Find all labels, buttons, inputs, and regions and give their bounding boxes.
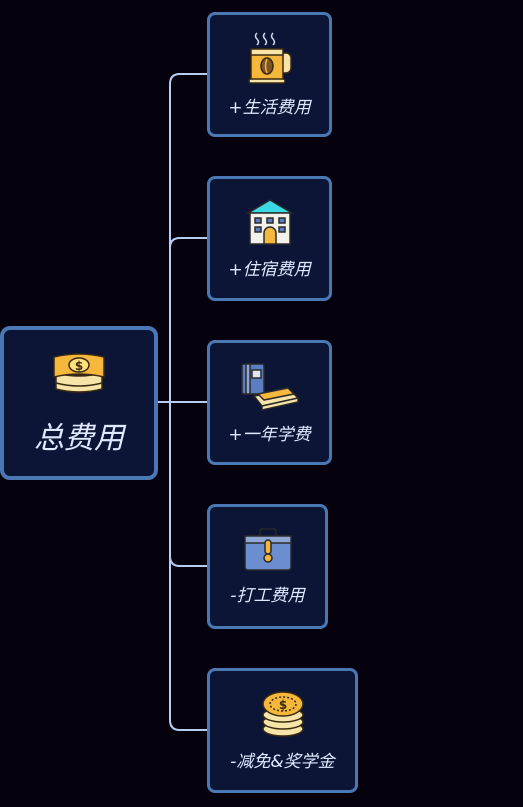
- root-label: 总费用: [34, 421, 124, 456]
- building-icon: [244, 199, 295, 245]
- child-label-part-time-work: -打工费用: [230, 586, 305, 606]
- child-node-part-time-work[interactable]: -打工费用: [207, 504, 328, 629]
- child-node-tuition[interactable]: +一年学费: [207, 340, 332, 465]
- books-icon: [240, 363, 299, 411]
- child-node-housing-costs[interactable]: +住宿费用: [207, 176, 332, 301]
- child-label-waivers-scholarships: -减免&奖学金: [230, 752, 335, 772]
- coffee-cup-icon: [247, 32, 292, 84]
- connector-branch-2: [169, 237, 208, 249]
- coin-stack-icon: $: [261, 691, 304, 737]
- child-label-tuition: +一年学费: [228, 425, 311, 445]
- child-label-living-costs: +生活费用: [228, 98, 311, 118]
- svg-text:$: $: [278, 698, 286, 712]
- root-node[interactable]: $ 总费用: [0, 326, 158, 480]
- briefcase-icon: [243, 528, 292, 571]
- child-label-housing-costs: +住宿费用: [228, 260, 311, 280]
- connector-spine: [169, 73, 208, 731]
- money-stack-icon: $: [53, 353, 105, 393]
- svg-text:$: $: [75, 359, 83, 373]
- child-node-waivers-scholarships[interactable]: $ -减免&奖学金: [207, 668, 358, 793]
- connector-branch-4: [169, 555, 208, 567]
- child-node-living-costs[interactable]: +生活费用: [207, 12, 332, 137]
